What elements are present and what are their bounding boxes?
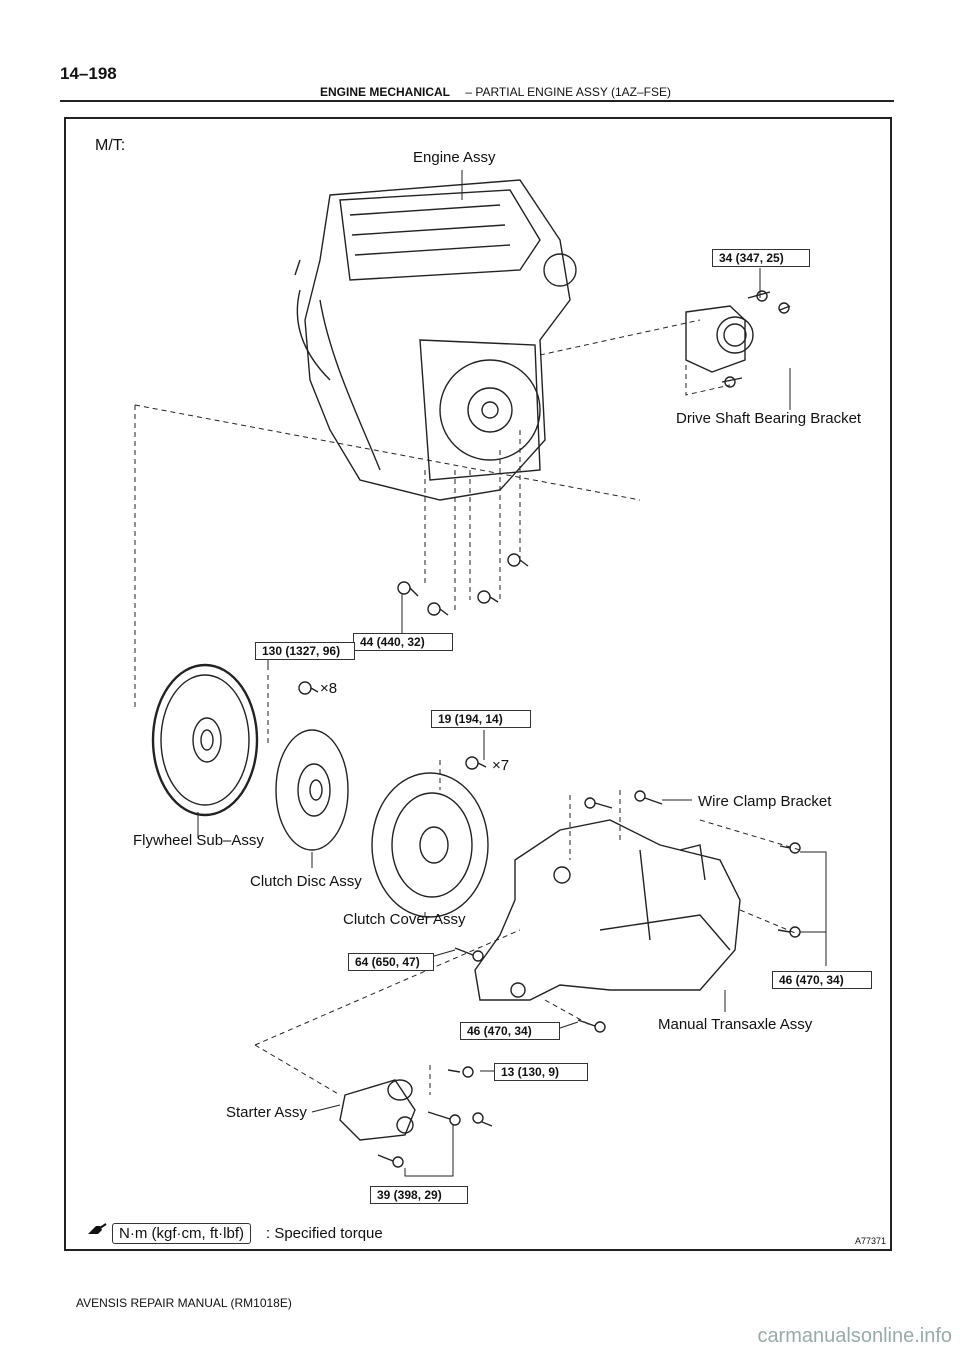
drive-shaft-bracket-drawing — [685, 290, 791, 388]
multiplier-cover-bolts: ×7 — [492, 757, 510, 774]
label-transaxle: Manual Transaxle Assy — [658, 1016, 813, 1033]
figure-frame — [64, 117, 892, 1251]
torque-box-8: 13 (130, 9) — [494, 1063, 588, 1081]
section-title-rest: – PARTIAL ENGINE ASSY (1AZ–FSE) — [465, 85, 671, 99]
torque-box-2: 44 (440, 32) — [353, 633, 453, 651]
flywheel-drawing — [151, 663, 259, 817]
label-starter: Starter Assy — [226, 1104, 307, 1121]
footer-manual: AVENSIS REPAIR MANUAL (RM1018E) — [76, 1296, 292, 1310]
torque-wrench-icon — [88, 1223, 107, 1234]
torque-box-6: 46 (470, 34) — [772, 971, 872, 989]
torque-box-3: 130 (1327, 96) — [255, 642, 355, 660]
section-title-bold: ENGINE MECHANICAL — [320, 85, 451, 99]
figure-code: A77371 — [855, 1236, 887, 1246]
watermark: carmanualsonline.info — [757, 1325, 952, 1347]
engine-drawing — [294, 179, 577, 501]
label-engine-assy: Engine Assy — [413, 149, 496, 166]
bolts-drawing — [298, 553, 801, 1168]
multiplier-flywheel-bolts: ×8 — [320, 680, 338, 697]
transaxle-drawing — [474, 819, 741, 1001]
torque-box-5: 64 (650, 47) — [348, 953, 434, 971]
clutch-cover-drawing — [371, 772, 489, 918]
torque-box-1: 34 (347, 25) — [712, 249, 810, 267]
label-wire-clamp: Wire Clamp Bracket — [698, 793, 832, 810]
section-title: ENGINE MECHANICAL – PARTIAL ENGINE ASSY … — [320, 85, 671, 99]
label-clutch-cover: Clutch Cover Assy — [343, 911, 466, 928]
torque-box-9: 39 (398, 29) — [370, 1186, 468, 1204]
clutch-disc-drawing — [275, 729, 349, 851]
legend-unit-box: N·m (kgf·cm, ft·lbf) — [112, 1223, 251, 1244]
header-rule — [60, 100, 894, 102]
label-flywheel: Flywheel Sub–Assy — [133, 832, 264, 849]
starter-drawing — [339, 1079, 416, 1141]
torque-box-4: 19 (194, 14) — [431, 710, 531, 728]
torque-box-7: 46 (470, 34) — [460, 1022, 560, 1040]
page-number: 14–198 — [60, 64, 117, 83]
legend-text: : Specified torque — [266, 1225, 383, 1242]
label-clutch-disc: Clutch Disc Assy — [250, 873, 362, 890]
label-drive-shaft-bracket: Drive Shaft Bearing Bracket — [676, 410, 862, 427]
variant-label: M/T: — [95, 137, 126, 154]
